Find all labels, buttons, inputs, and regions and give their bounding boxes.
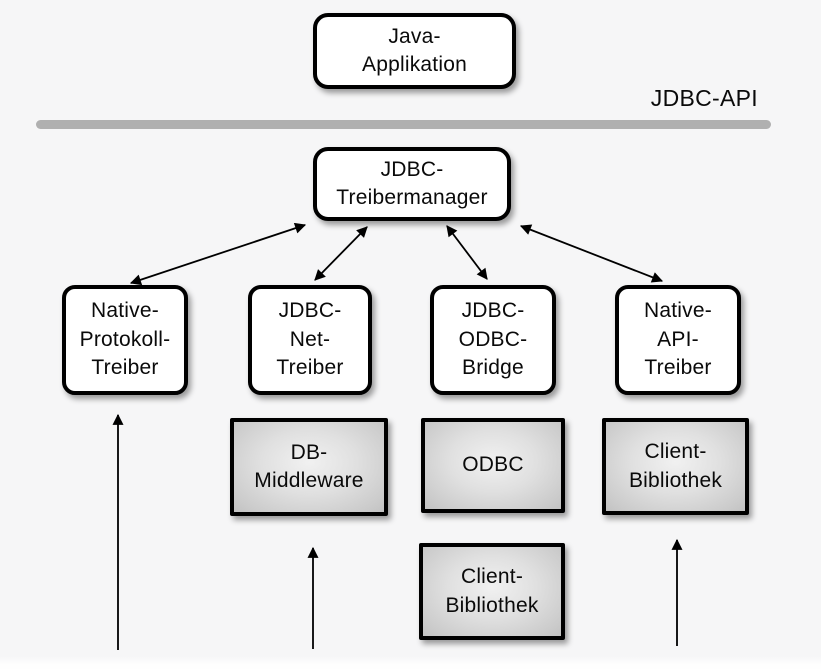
node-jdbc-odbc-bridge: JDBC- ODBC- Bridge [430, 285, 556, 395]
arrow-treibermanager-jdbc-odbc [446, 225, 488, 280]
node-jdbc-net-treiber: JDBC- Net- Treiber [248, 285, 372, 395]
arrow-treibermanager-native-protokoll [129, 222, 307, 286]
bottom-edge-highlight [0, 656, 821, 671]
jdbc-api-label: JDBC-API [650, 85, 758, 111]
arrow-treibermanager-jdbc-net [314, 226, 368, 281]
node-db-middleware: DB- Middleware [230, 418, 388, 516]
node-native-protokoll-treiber: Native- Protokoll- Treiber [62, 285, 188, 395]
node-java-applikation: Java- Applikation [313, 13, 516, 89]
node-client-bibliothek-rechts: Client- Bibliothek [602, 418, 749, 515]
arrow-treibermanager-native-api [519, 224, 664, 283]
node-odbc: ODBC [421, 418, 565, 513]
node-native-api-treiber: Native- API- Treiber [615, 285, 741, 395]
node-client-bibliothek-mitte: Client- Bibliothek [419, 543, 565, 640]
jdbc-api-divider-line [36, 120, 771, 129]
node-jdbc-treibermanager: JDBC- Treibermanager [313, 147, 511, 221]
